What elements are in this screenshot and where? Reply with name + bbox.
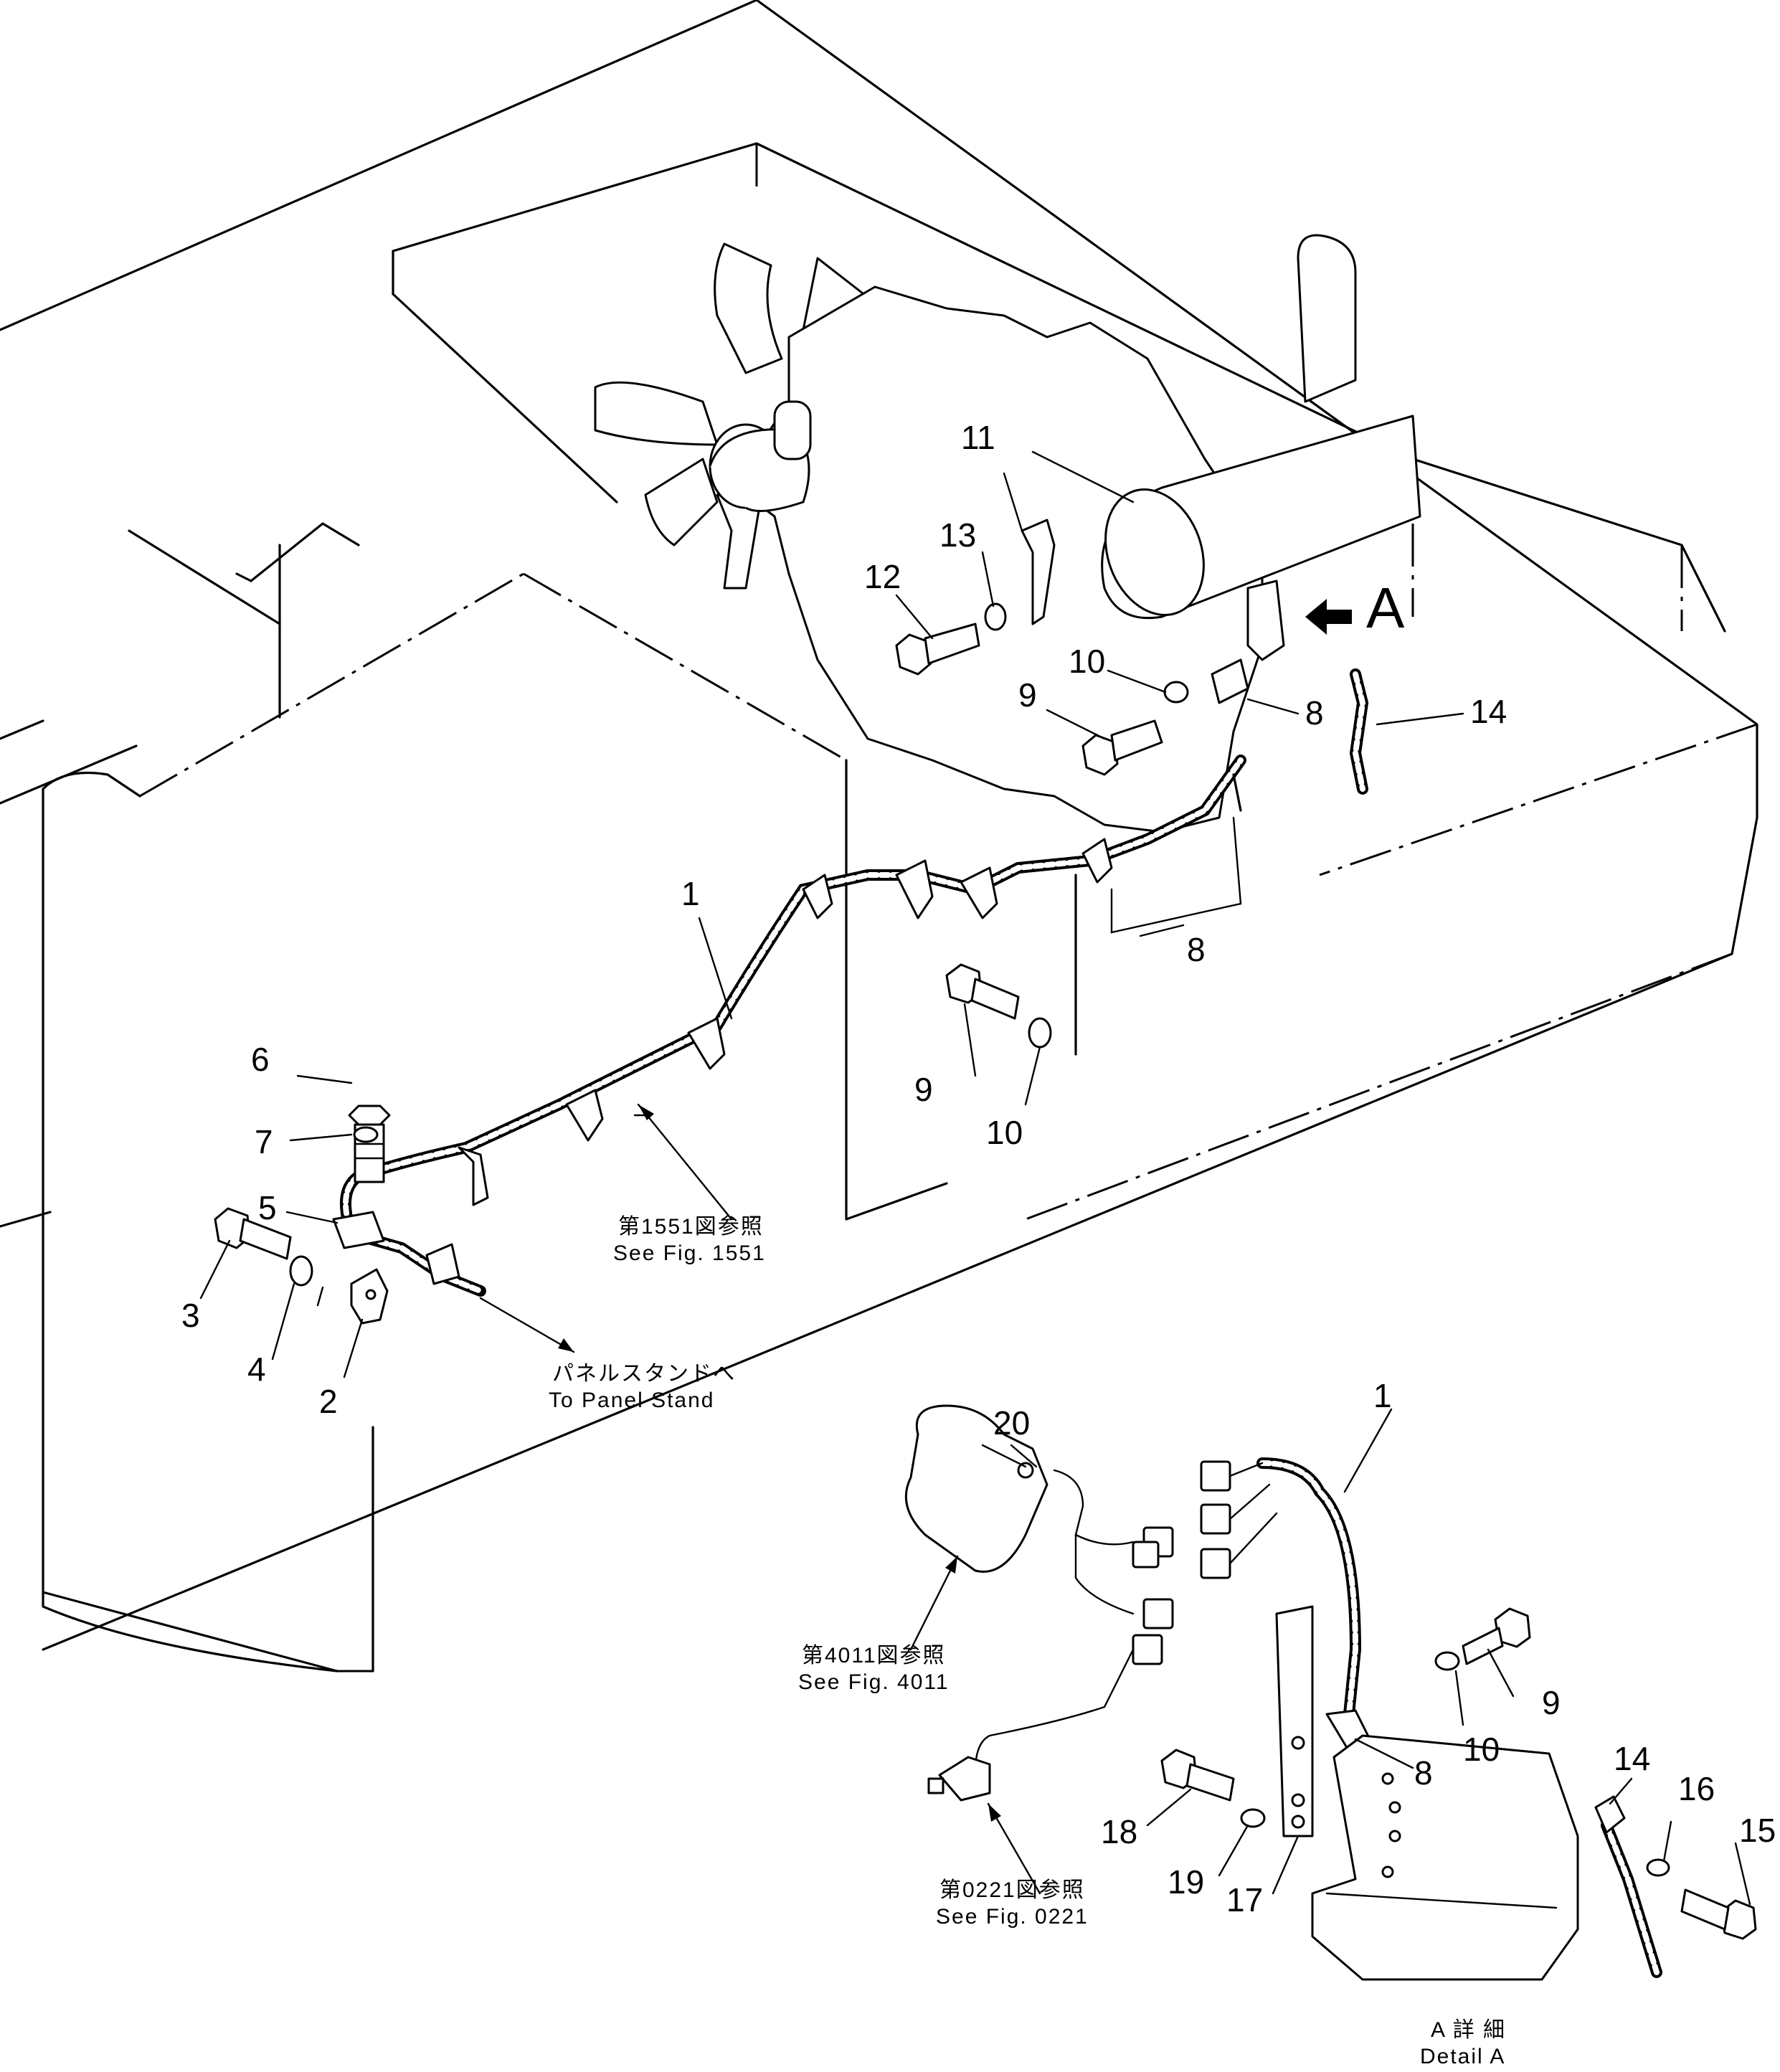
bolt-12 [895,623,980,676]
callout-12: 12 [864,558,901,595]
washer-10-center [1028,1017,1052,1049]
callout-10-center: 10 [986,1114,1023,1151]
callout-8-bracket: 8 [1187,931,1206,968]
note-fig0221-jp: 第0221図参照 [939,1878,1085,1902]
callout-9-engine: 9 [1018,676,1037,714]
bolt-6 [348,1104,391,1183]
callout-17: 17 [1226,1881,1263,1919]
note-fig4011-jp: 第4011図参照 [802,1644,946,1667]
counterweight-block [0,522,948,1673]
callout-15: 15 [1739,1812,1776,1849]
callout-1: 1 [681,875,700,912]
leader-lines [199,472,1751,1906]
note-fig0221-en: See Fig. 0221 [936,1905,1089,1929]
callout-9-detail: 9 [1542,1684,1561,1721]
callout-7: 7 [255,1123,273,1160]
callout-6: 6 [251,1041,270,1078]
washer-10-engine [1163,681,1189,704]
callout-11: 11 [961,419,995,456]
note-panel-en: To Panel Stand [549,1389,714,1412]
callout-8-engine: 8 [1305,694,1324,732]
note-fig1551-jp: 第1551図参照 [618,1215,764,1239]
callout-20: 20 [993,1404,1030,1442]
detail-a-label-en: Detail A [1420,2045,1505,2068]
callout-10-detail: 10 [1463,1731,1500,1768]
view-arrow-label: A [1366,576,1405,640]
callout-16: 16 [1678,1770,1715,1807]
wiring-harness [340,754,1246,1297]
detail-a-label-jp: A 詳 細 [1431,2018,1506,2042]
callout-numbers: 1 6 7 5 3 4 2 11 13 12 10 9 8 14 A 8 9 1… [181,419,1776,1919]
clamp-at-harness [425,1243,460,1285]
clip-5 [332,1211,385,1249]
bolt-9-center [945,963,1020,1020]
callout-8-detail: 8 [1414,1754,1433,1792]
callout-19: 19 [1168,1863,1204,1901]
washer-7 [353,1126,379,1143]
washer-4 [289,1255,313,1287]
relay-bracket [1211,580,1285,704]
callout-1-detail: 1 [1373,1377,1392,1414]
clamp-2 [350,1268,389,1325]
callout-10-engine: 10 [1069,643,1105,680]
washer-13 [984,602,1007,631]
reference-notes: 第1551図参照 See Fig. 1551 パネルスタンドへ To Panel… [549,1215,1506,2068]
callout-9-center: 9 [914,1071,933,1108]
note-panel-jp: パネルスタンドへ [552,1362,736,1386]
callout-4: 4 [247,1350,266,1388]
callout-2: 2 [319,1383,338,1420]
note-fig1551-en: See Fig. 1551 [613,1241,766,1265]
bolt-3 [214,1207,292,1260]
detail-a-view [904,1404,1757,1981]
callout-18: 18 [1101,1813,1137,1850]
view-arrow-icon [1305,599,1352,635]
callout-14-main: 14 [1470,693,1507,730]
note-fig4011-en: See Fig. 4011 [798,1670,950,1694]
callout-13: 13 [939,516,976,554]
ground-cable-14 [1349,668,1369,795]
engine-assembly [594,234,1421,833]
callout-14-detail: 14 [1614,1740,1650,1777]
machine-frame [0,0,1758,1651]
callout-3: 3 [181,1297,200,1334]
bracket-11 [1021,519,1056,625]
bolt-9-engine [1081,719,1163,776]
callout-5: 5 [258,1189,277,1226]
